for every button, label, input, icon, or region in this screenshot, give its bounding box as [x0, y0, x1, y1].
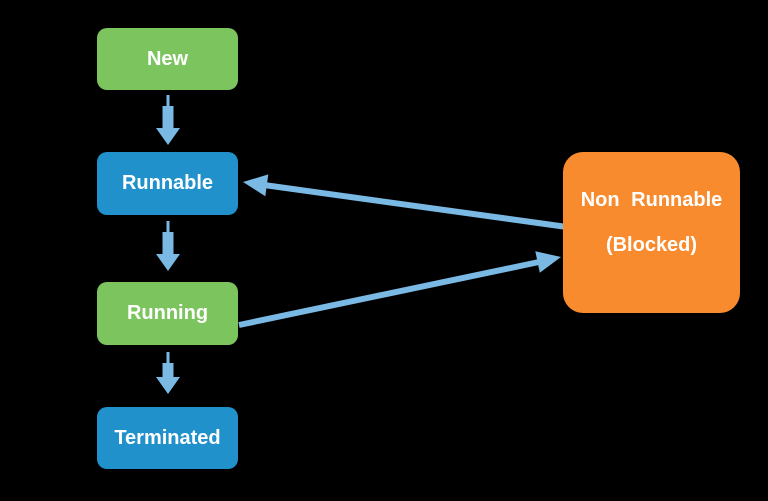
arrow-line: [263, 182, 568, 230]
node-new-label: New: [146, 47, 189, 70]
arrow-nonrunnable-to-runnable: [243, 174, 568, 230]
node-runnable: Runnable: [97, 152, 238, 215]
arrow-runnable-to-running: [156, 221, 180, 271]
arrow-running-to-terminated: [156, 352, 180, 394]
node-running-label: Running: [126, 302, 209, 324]
node-non-runnable-label-line2: (Blocked): [605, 234, 698, 256]
left-arrowhead-icon: [243, 174, 269, 197]
node-terminated-label: Terminated: [114, 426, 221, 449]
arrow-new-to-runnable: [156, 95, 180, 145]
arrow-line: [238, 259, 540, 328]
node-non-runnable: Non Runnable (Blocked): [563, 152, 740, 313]
node-running: Running: [97, 282, 238, 345]
down-arrow-icon: [156, 221, 180, 271]
right-arrowhead-icon: [535, 251, 561, 273]
node-runnable-label: Runnable: [121, 172, 214, 194]
node-non-runnable-label-line1: Non Runnable: [580, 189, 723, 211]
down-arrow-icon: [156, 352, 180, 394]
down-arrow-icon: [156, 95, 180, 145]
node-new: New: [97, 28, 238, 90]
arrow-running-to-nonrunnable: [238, 251, 561, 328]
node-terminated: Terminated: [97, 407, 238, 469]
